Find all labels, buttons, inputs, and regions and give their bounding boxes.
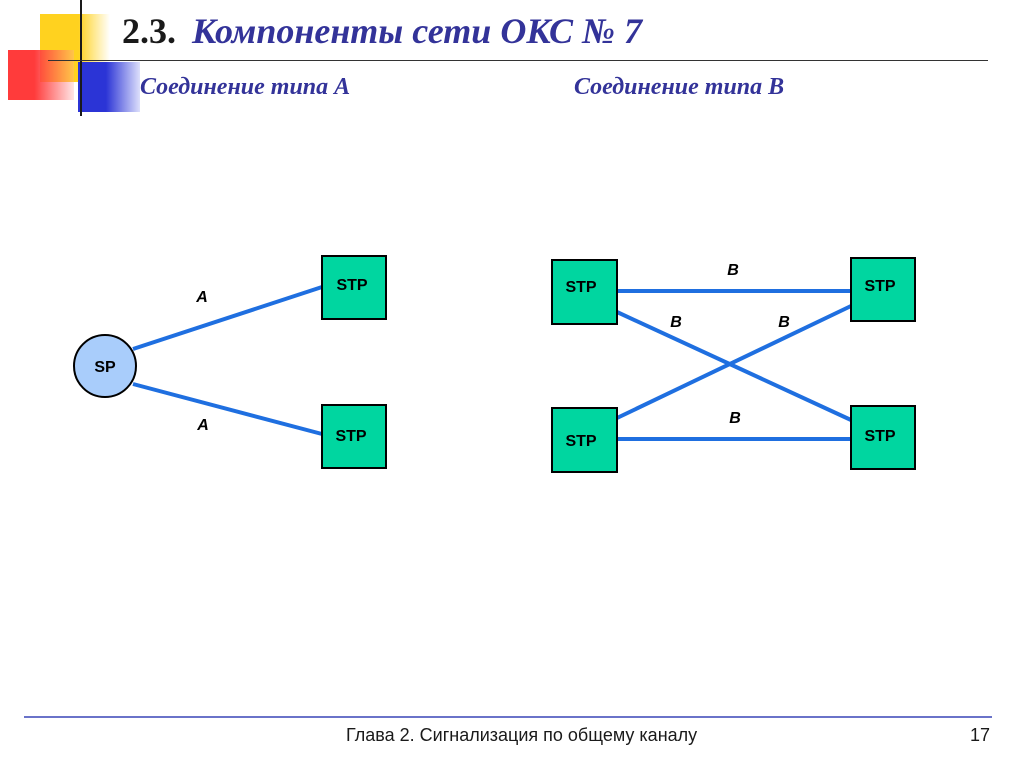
- decor-blue-square: [78, 62, 140, 112]
- link-label-a-top: A: [195, 289, 208, 306]
- stp-node-a-top: [321, 255, 387, 320]
- link-a-bottom: [132, 382, 323, 436]
- title-number: 2.3.: [122, 11, 176, 51]
- link-b-cross-down: [616, 310, 852, 422]
- link-b-cross-up: [616, 304, 852, 420]
- link-label-b-cross-right: B: [778, 314, 790, 331]
- link-a-top: [132, 285, 323, 351]
- link-label-b-top: B: [727, 262, 739, 279]
- stp-label-b-bottom-right: STP: [864, 428, 895, 445]
- link-label-b-bottom: B: [729, 410, 741, 427]
- subtitle-type-a: Соединение типа А: [140, 74, 351, 100]
- stp-node-b-bottom-right: [850, 405, 916, 470]
- page-title: Компоненты сети ОКС № 7: [192, 11, 642, 51]
- footer-chapter: Глава 2. Сигнализация по общему каналу: [346, 725, 698, 745]
- stp-node-b-bottom-left: [551, 407, 618, 473]
- stp-node-b-top-left: [551, 259, 618, 325]
- footer-divider: [24, 716, 992, 718]
- stp-label-b-top-right: STP: [864, 278, 895, 295]
- stp-label-a-top: STP: [336, 277, 367, 294]
- sp-label: SP: [94, 359, 116, 376]
- stp-label-b-top-left: STP: [565, 279, 596, 296]
- stp-label-b-bottom-left: STP: [565, 433, 596, 450]
- decor-vertical-line: [80, 0, 82, 116]
- stp-node-b-top-right: [850, 257, 916, 322]
- stp-node-a-bottom: [321, 404, 387, 469]
- link-label-b-cross-left: B: [670, 314, 682, 331]
- decor-horizontal-line: [48, 60, 988, 61]
- page-number: 17: [970, 725, 991, 745]
- subtitle-type-b: Соединение типа В: [574, 74, 785, 100]
- stp-label-a-bottom: STP: [335, 428, 366, 445]
- link-label-a-bottom: A: [196, 417, 209, 434]
- decor-red-square: [8, 50, 74, 100]
- sp-node: [73, 334, 137, 398]
